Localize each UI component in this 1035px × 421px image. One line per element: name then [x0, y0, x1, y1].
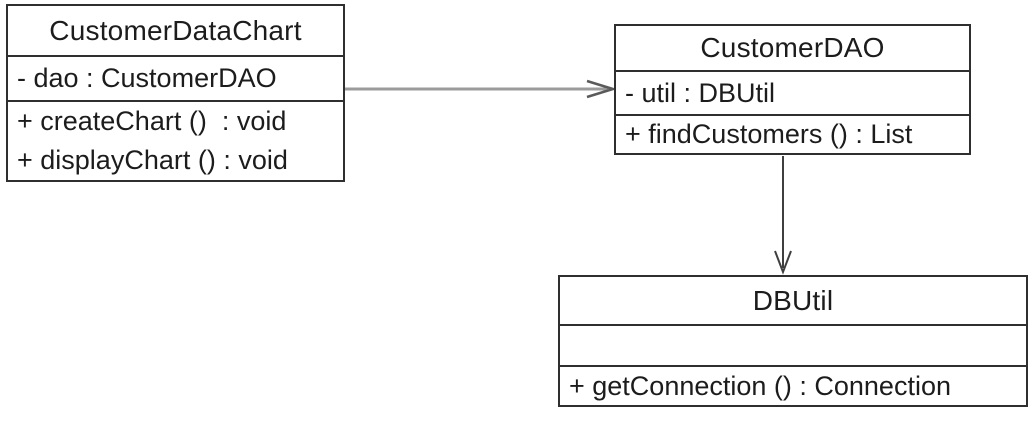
class-attribute: - dao : CustomerDAO — [17, 63, 277, 93]
attributes-compartment: - dao : CustomerDAO — [8, 55, 343, 100]
class-name-dbutil: DBUtil — [752, 284, 834, 316]
class-box-customerdatachart: CustomerDataChart - dao : CustomerDAO + … — [6, 4, 345, 182]
attributes-compartment: - util : DBUtil — [616, 70, 969, 114]
class-name-customerdatachart: CustomerDataChart — [49, 14, 302, 46]
methods-compartment: + createChart () : void + displayChart (… — [8, 100, 343, 180]
class-attribute: - util : DBUtil — [625, 77, 776, 108]
class-box-customerdao: CustomerDAO - util : DBUtil + findCustom… — [614, 24, 971, 155]
methods-compartment: + getConnection () : Connection — [560, 365, 1026, 405]
methods-compartment: + findCustomers () : List — [616, 114, 969, 153]
class-name-customerdao: CustomerDAO — [700, 32, 885, 63]
attributes-compartment-empty — [560, 324, 1026, 365]
class-method: + findCustomers () : List — [625, 119, 913, 149]
class-method: + getConnection () : Connection — [569, 370, 951, 401]
association-arrow-customerdao-to-dbutil — [774, 156, 792, 275]
class-box-dbutil: DBUtil + getConnection () : Connection — [558, 275, 1028, 407]
class-method: + createChart () : void — [17, 106, 287, 136]
association-arrow-customerdatachart-to-customerdao — [345, 79, 618, 99]
class-method: + displayChart () : void — [17, 145, 288, 175]
